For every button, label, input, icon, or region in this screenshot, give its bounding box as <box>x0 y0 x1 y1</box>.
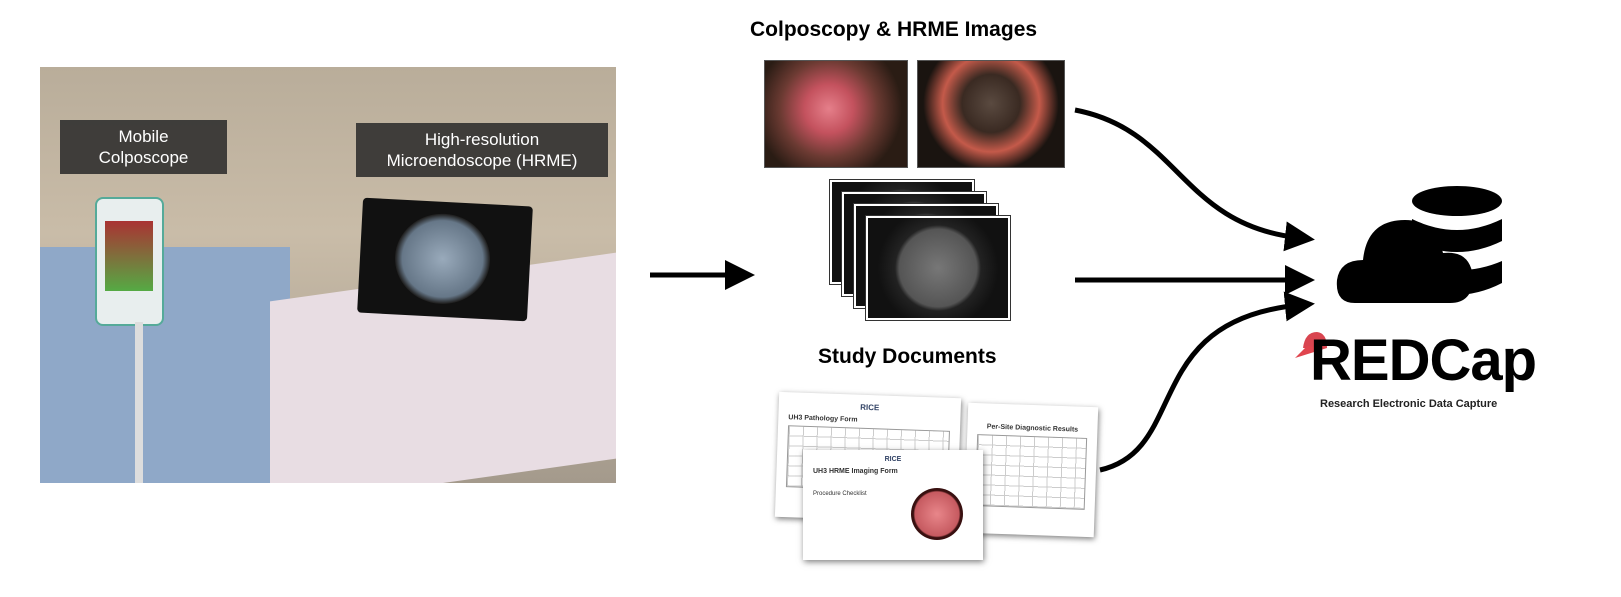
cervix-diagram <box>911 488 963 540</box>
hrme-frame <box>866 216 1010 320</box>
colposcopy-image <box>764 60 908 168</box>
hrme-imaging-form: RICE UH3 HRME Imaging Form Procedure Che… <box>803 450 983 560</box>
pathology-form-title: UH3 Pathology Form <box>788 414 858 424</box>
mobile-colposcope-label: Mobile Colposcope <box>60 120 227 174</box>
clinical-setup-photo: Mobile Colposcope High-resolution Microe… <box>40 67 616 483</box>
exam-table <box>40 247 290 483</box>
arrow-images-to-redcap <box>1074 107 1315 252</box>
colposcope-screen <box>105 221 153 291</box>
colposcopy-acetic-image <box>917 60 1065 168</box>
mobile-colposcope <box>95 197 164 326</box>
rice-logo: RICE <box>884 456 902 463</box>
images-section-title: Colposcopy & HRME Images <box>750 18 1038 41</box>
hrme-label: High-resolution Microendoscope (HRME) <box>356 123 608 177</box>
results-form: Per-Site Diagnostic Results <box>963 402 1099 538</box>
redcap-hat-icon <box>1295 332 1327 358</box>
redcap-tagline: Research Electronic Data Capture <box>1320 398 1498 410</box>
rice-logo: RICE <box>860 402 880 413</box>
hrme-form-title: UH3 HRME Imaging Form <box>813 468 898 475</box>
checklist-title: Procedure Checklist <box>813 491 867 497</box>
arrow-docs-to-redcap <box>1099 291 1315 473</box>
results-form-title: Per-Site Diagnostic Results <box>986 423 1079 434</box>
redcap-logo-text: REDCap <box>1310 328 1537 393</box>
documents-section-title: Study Documents <box>818 345 997 368</box>
results-table <box>974 434 1088 510</box>
cloud-database-icon <box>1336 186 1502 303</box>
colposcope-stand <box>135 322 143 483</box>
